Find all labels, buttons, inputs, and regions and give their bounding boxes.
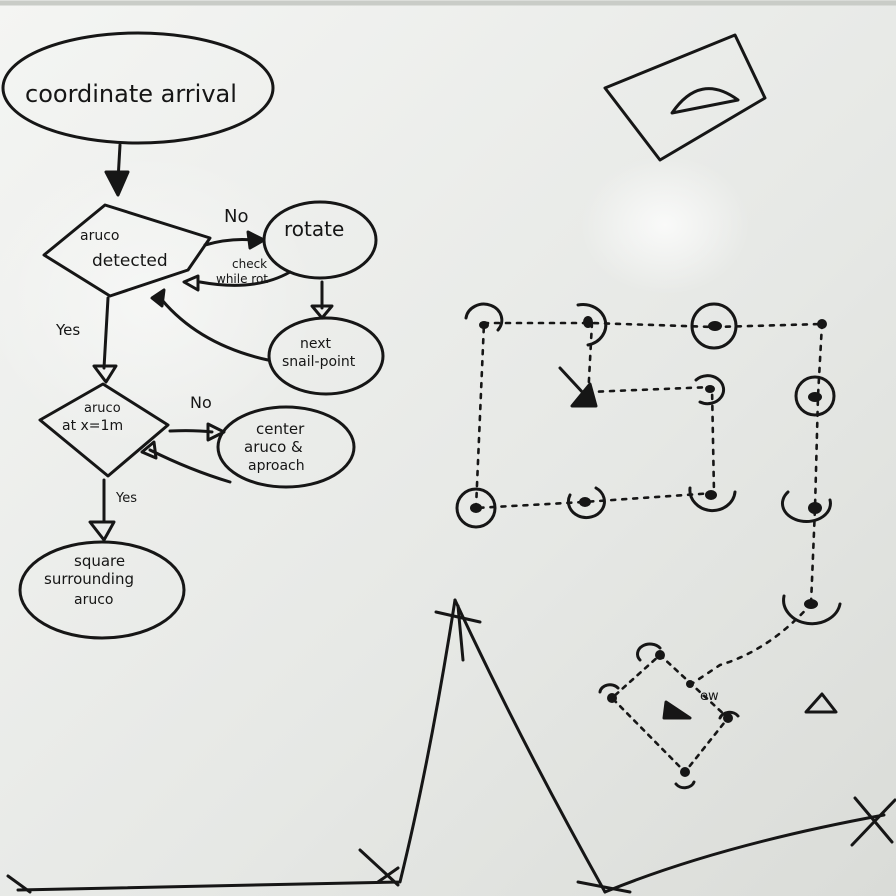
light-glare bbox=[580, 155, 750, 295]
arrow-no-to-approach bbox=[168, 429, 214, 434]
arrowhead-icon bbox=[150, 288, 166, 308]
curl-icon bbox=[718, 710, 740, 720]
decision-distance-diamond bbox=[38, 382, 170, 478]
next-point-label-2: snail-point bbox=[282, 354, 356, 370]
snail-waypoints bbox=[455, 302, 842, 626]
end-label-3: aruco bbox=[74, 592, 113, 608]
next-snail-point-node bbox=[267, 316, 385, 396]
decision-detected-diamond bbox=[42, 203, 212, 298]
graph-falling-line bbox=[453, 598, 607, 894]
check-label-1: check bbox=[232, 257, 267, 271]
rotate-label: rotate bbox=[284, 217, 344, 241]
end-label-1: square bbox=[74, 552, 125, 570]
half-circle-icon bbox=[670, 87, 740, 115]
snail-path bbox=[474, 321, 824, 687]
peak-cross-icon bbox=[434, 604, 482, 662]
arrowhead-icon bbox=[182, 274, 200, 292]
robot-triangle-icon bbox=[570, 382, 598, 408]
target-triangle-icon bbox=[804, 692, 838, 714]
ray-label: ew bbox=[700, 689, 719, 704]
yes-label-2: Yes bbox=[115, 491, 137, 506]
curl-icon bbox=[636, 642, 662, 662]
approach-label-1: center bbox=[256, 420, 305, 438]
approach-label-2: aruco & bbox=[244, 438, 303, 456]
arrow-check-while-rot bbox=[198, 270, 292, 287]
graph-right-line bbox=[603, 813, 886, 894]
start-arrow bbox=[558, 366, 587, 397]
arrowhead-icon bbox=[104, 170, 130, 197]
no-label-2: No bbox=[190, 393, 212, 412]
arrow-approach-to-distance bbox=[148, 448, 232, 484]
graph-cross-icon bbox=[850, 796, 896, 847]
start-terminal bbox=[1, 31, 275, 145]
arrowhead-icon bbox=[310, 304, 334, 320]
rotate-node bbox=[262, 200, 378, 280]
approach-label-3: aproach bbox=[248, 458, 305, 474]
robot-triangle-icon bbox=[662, 700, 692, 720]
decision-detected-label-2: detected bbox=[92, 251, 168, 271]
waypoint-dots bbox=[470, 316, 827, 609]
arrowhead-icon bbox=[88, 520, 116, 542]
end-label-2: surrounding bbox=[44, 570, 134, 588]
arrowhead-icon bbox=[140, 440, 158, 460]
diamond-dots bbox=[607, 650, 733, 777]
no-label-1: No bbox=[224, 206, 248, 227]
approach-node bbox=[216, 405, 356, 489]
decision-distance-label-2: at x=1m bbox=[62, 418, 123, 434]
curl-icon bbox=[598, 683, 620, 694]
arrowhead-icon bbox=[246, 230, 266, 250]
graph-valley-tick bbox=[576, 880, 632, 894]
end-terminal bbox=[18, 540, 186, 640]
arrowhead-icon bbox=[206, 422, 226, 442]
start-label: coordinate arrival bbox=[25, 80, 237, 108]
yes-label-1: Yes bbox=[55, 321, 80, 339]
rectangle-sketch-icon bbox=[603, 33, 767, 162]
check-label-2: while rot bbox=[216, 272, 268, 286]
graph-left-tick bbox=[6, 874, 32, 894]
decision-detected-label-1: aruco bbox=[80, 228, 119, 244]
curl-icon bbox=[674, 780, 696, 790]
arrow-next-to-decision bbox=[160, 298, 270, 362]
graph-cross-icon bbox=[358, 848, 400, 887]
arrowhead-icon bbox=[92, 364, 118, 384]
next-point-label-1: next bbox=[300, 336, 332, 352]
graph-rising-line bbox=[16, 598, 457, 892]
decision-distance-label-1: aruco bbox=[84, 401, 121, 416]
arrow-yes-to-distance bbox=[102, 296, 110, 370]
